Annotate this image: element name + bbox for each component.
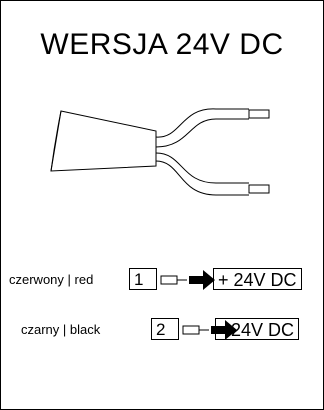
pin-number-box: 2 [151, 318, 179, 340]
wire-color-label: czarny | black [21, 322, 101, 337]
voltage-label: + 24V DC [213, 268, 302, 290]
pin-number-box: 1 [129, 268, 157, 290]
wire-color-label: czerwony | red [9, 272, 94, 287]
plug-arrow-icon [160, 270, 215, 290]
plug-arrow-icon [182, 320, 237, 340]
two-wire-cable-icon [50, 108, 270, 196]
voltage-label: - 24V DC [215, 318, 300, 340]
diagram-title: WERSJA 24V DC [40, 28, 284, 61]
